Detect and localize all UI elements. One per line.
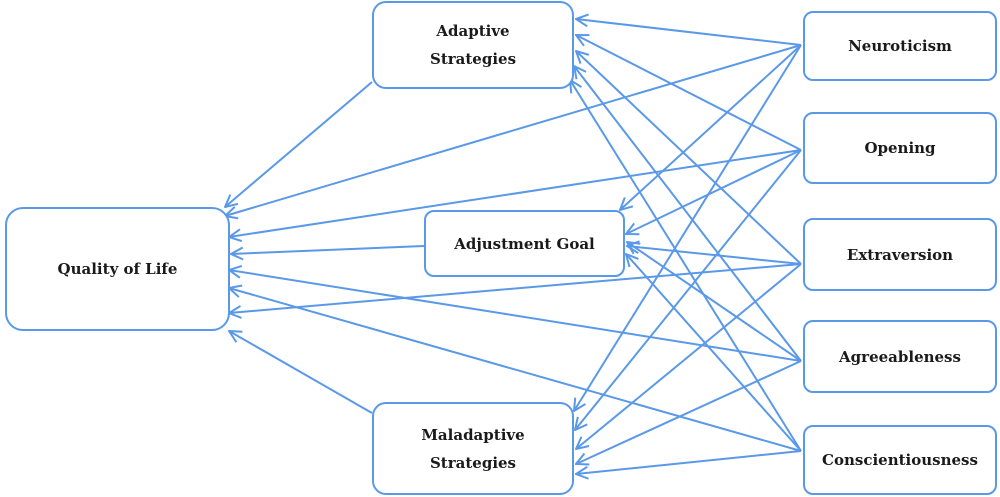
node-label: Opening [864, 139, 936, 157]
node-label: Neuroticism [848, 37, 952, 55]
node-adaptive-strategies[interactable]: Adaptive Strategies [372, 1, 574, 89]
edge-opening-to-maladaptive-strategies [575, 149, 802, 430]
node-conscientiousness[interactable]: Conscientiousness [803, 425, 997, 495]
node-label: Agreeableness [839, 347, 961, 366]
edge-opening-to-adaptive-strategies [576, 35, 802, 151]
edge-conscientiousness-to-adaptive-strategies [570, 80, 802, 452]
edge-extraversion-to-quality-of-life [229, 263, 802, 313]
edge-conscientiousness-to-quality-of-life [229, 288, 802, 452]
node-label: Maladaptive Strategies [421, 425, 525, 472]
node-neuroticism[interactable]: Neuroticism [803, 11, 997, 81]
edge-neuroticism-to-quality-of-life [225, 44, 802, 216]
node-label: Adaptive Strategies [429, 22, 517, 68]
node-opening[interactable]: Opening [803, 112, 997, 184]
edge-opening-to-adjustment-goal [626, 149, 802, 234]
node-maladaptive-strategies[interactable]: Maladaptive Strategies [372, 402, 574, 495]
node-label: Extraversion [846, 245, 954, 264]
edge-agreeableness-to-adjustment-goal [627, 242, 802, 362]
edge-neuroticism-to-adaptive-strategies [576, 19, 802, 46]
edge-conscientiousness-to-adjustment-goal [626, 254, 802, 452]
edge-agreeableness-to-quality-of-life [229, 270, 802, 362]
edge-adaptive-strategies-to-quality-of-life [225, 81, 373, 207]
node-adjustment-goal[interactable]: Adjustment Goal [424, 210, 625, 277]
edge-agreeableness-to-maladaptive-strategies [576, 360, 802, 464]
edges-group [225, 19, 802, 474]
edge-adjustment-goal-to-quality-of-life [231, 245, 425, 254]
edge-extraversion-to-maladaptive-strategies [576, 263, 802, 449]
node-label: Quality of Life [57, 260, 178, 278]
edge-extraversion-to-adaptive-strategies [576, 51, 802, 265]
node-label: Adjustment Goal [454, 234, 595, 253]
edge-agreeableness-to-adaptive-strategies [574, 66, 802, 362]
node-label: Conscientiousness [822, 451, 978, 469]
edge-conscientiousness-to-maladaptive-strategies [576, 450, 802, 474]
node-extraversion[interactable]: Extraversion [803, 218, 997, 291]
edge-maladaptive-strategies-to-quality-of-life [229, 331, 373, 414]
edge-neuroticism-to-maladaptive-strategies [574, 44, 802, 411]
node-quality-of-life[interactable]: Quality of Life [5, 207, 230, 331]
edge-neuroticism-to-adjustment-goal [620, 44, 802, 210]
node-agreeableness[interactable]: Agreeableness [803, 320, 997, 393]
edge-extraversion-to-adjustment-goal [627, 246, 802, 265]
edge-opening-to-quality-of-life [229, 149, 802, 237]
